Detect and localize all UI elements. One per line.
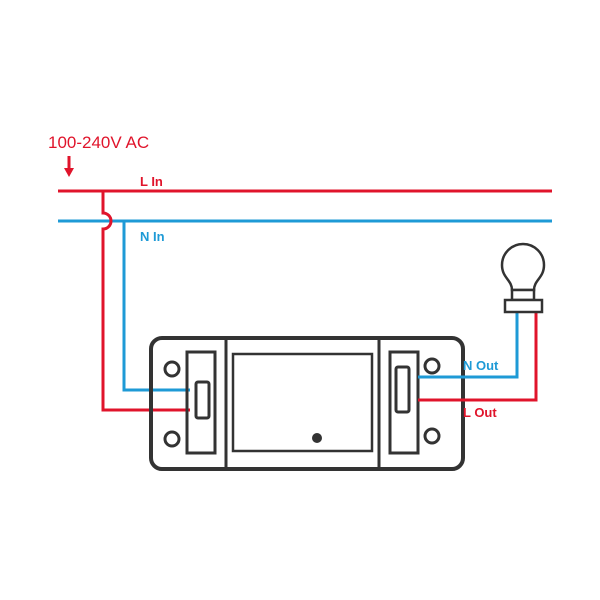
right-terminal-slot	[394, 365, 411, 414]
smart-switch-device	[149, 336, 465, 471]
neutral-out-wire	[418, 312, 519, 379]
neutral-feed-wire	[122, 221, 190, 392]
screw-icon	[163, 430, 181, 448]
light-bulb-icon	[500, 242, 546, 314]
arrow-down-icon	[64, 156, 74, 177]
screw-icon	[163, 360, 181, 378]
l-out-label: L Out	[463, 405, 497, 420]
live-out-wire	[418, 312, 538, 402]
n-out-label: N Out	[463, 358, 499, 373]
screw-icon	[423, 427, 441, 445]
status-led-icon	[312, 433, 322, 443]
left-terminal-slot	[194, 380, 211, 420]
n-in-label: N In	[140, 229, 165, 244]
screw-icon	[423, 357, 441, 375]
l-in-label: L In	[140, 174, 163, 189]
source-voltage-label: 100-240V AC	[48, 133, 149, 152]
live-feed-wire	[101, 191, 190, 412]
